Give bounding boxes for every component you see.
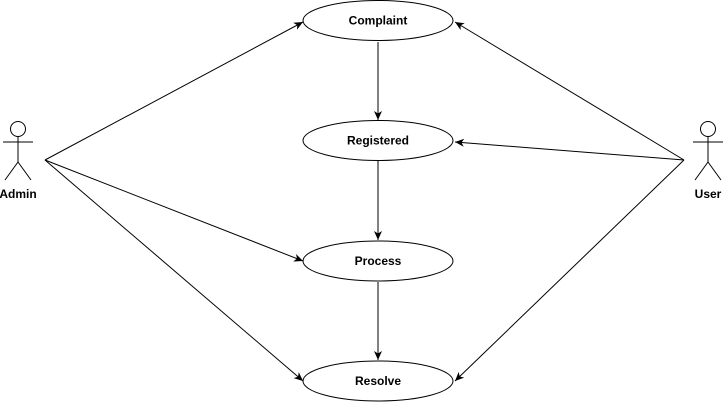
- edge-admin-process: [44, 159, 304, 262]
- edge-admin-complaint: [44, 21, 304, 161]
- usecase-complaint-shape: [302, 0, 454, 41]
- edge-admin-resolve: [44, 159, 304, 382]
- usecase-registered[interactable]: Registered: [302, 120, 454, 161]
- usecase-registered-label: Registered: [347, 134, 409, 148]
- actor-admin-label: Admin: [0, 187, 37, 201]
- relations-layer: [44, 21, 685, 382]
- usecase-complaint[interactable]: Complaint: [302, 0, 454, 41]
- edge-user-complaint: [454, 21, 685, 161]
- actor-admin[interactable]: Admin: [0, 121, 37, 202]
- usecase-registered-shape: [302, 120, 454, 161]
- actor-user[interactable]: User: [693, 121, 723, 202]
- usecase-resolve-label: Resolve: [355, 374, 401, 388]
- usecase-process[interactable]: Process: [302, 240, 454, 282]
- actor-user-label: User: [695, 187, 722, 201]
- stick-figure-icon: [693, 121, 723, 181]
- usecase-process-shape: [302, 240, 454, 282]
- usecase-process-label: Process: [355, 254, 402, 268]
- edge-user-registered: [454, 138, 685, 161]
- usecase-resolve[interactable]: Resolve: [302, 360, 454, 402]
- usecase-resolve-shape: [302, 360, 454, 402]
- usecase-complaint-label: Complaint: [349, 14, 408, 28]
- stick-figure-icon: [3, 121, 33, 181]
- edge-user-resolve: [454, 159, 685, 382]
